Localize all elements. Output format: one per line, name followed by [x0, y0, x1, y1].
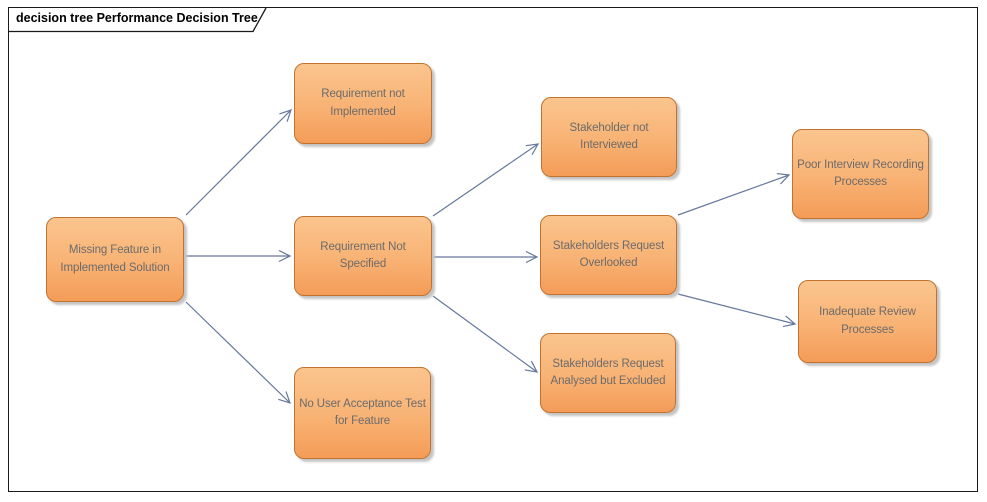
- connector-specified-to-request-analysed[interactable]: [432, 295, 537, 372]
- node-stakeholders-request-overlooked[interactable]: Stakeholders Request Overlooked: [540, 215, 677, 295]
- connector-overlooked-to-inadequate-review[interactable]: [677, 293, 795, 324]
- diagram-title: decision tree Performance Decision Tree: [16, 11, 258, 25]
- node-requirement-not-specified[interactable]: Requirement Not Specified: [294, 216, 432, 296]
- node-poor-interview-recording[interactable]: Poor Interview Recording Processes: [792, 129, 929, 219]
- node-stakeholders-request-analysed[interactable]: Stakeholders Request Analysed but Exclud…: [540, 333, 676, 413]
- connector-overlooked-to-poor-interview-recording[interactable]: [677, 175, 789, 216]
- node-no-user-acceptance-test[interactable]: No User Acceptance Test for Feature: [294, 367, 431, 459]
- node-label: Poor Interview Recording Processes: [797, 158, 924, 188]
- connector-missing-to-no-user-acceptance-test[interactable]: [185, 301, 290, 403]
- node-label: Stakeholder not Interviewed: [569, 121, 649, 151]
- node-label: Requirement not Implemented: [321, 88, 405, 118]
- node-label: Missing Feature in Implemented Solution: [60, 244, 170, 274]
- diagram-frame: [8, 7, 978, 492]
- connector-missing-to-requirement-not-implemented[interactable]: [185, 110, 291, 216]
- node-label: Stakeholders Request Overlooked: [552, 239, 665, 269]
- node-label: Requirement Not Specified: [320, 240, 406, 270]
- connector-specified-to-stakeholder-not-interviewed[interactable]: [432, 144, 538, 217]
- title-tab-outline: [9, 7, 267, 33]
- node-requirement-not-implemented[interactable]: Requirement not Implemented: [294, 63, 432, 144]
- node-inadequate-review[interactable]: Inadequate Review Processes: [798, 280, 937, 363]
- node-stakeholder-not-interviewed[interactable]: Stakeholder not Interviewed: [541, 97, 677, 177]
- node-missing-feature[interactable]: Missing Feature in Implemented Solution: [46, 217, 184, 302]
- node-label: No User Acceptance Test for Feature: [299, 397, 426, 427]
- node-label: Stakeholders Request Analysed but Exclud…: [550, 357, 666, 387]
- node-label: Inadequate Review Processes: [819, 306, 916, 336]
